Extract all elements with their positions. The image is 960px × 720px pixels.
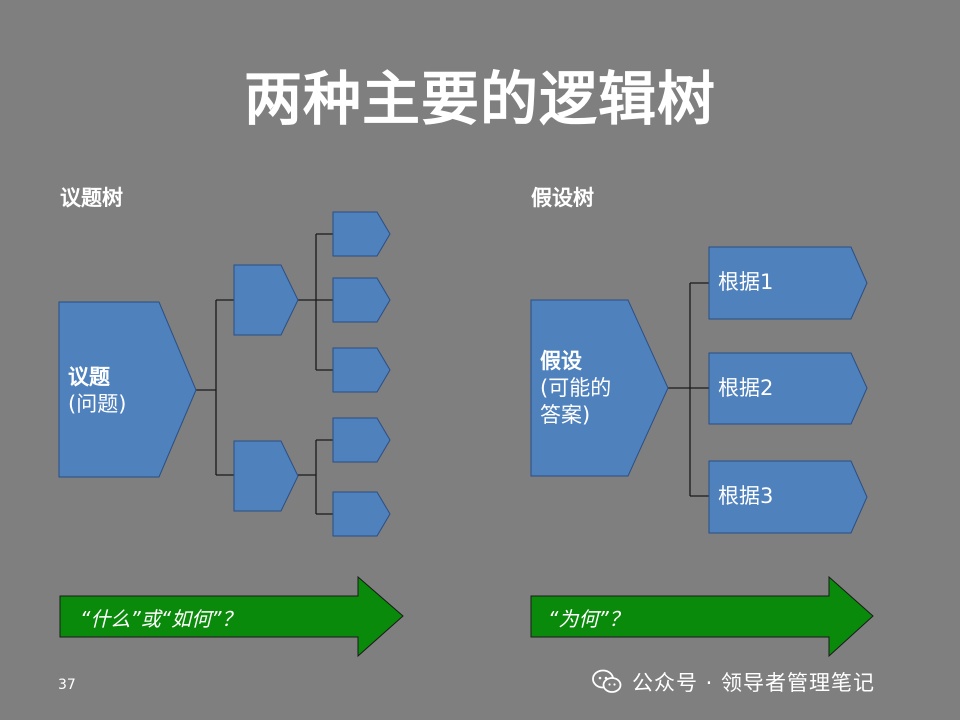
hypothesis-tree-connectors [668,282,709,497]
hypothesis-root-subtitle-2: 答案) [540,403,591,427]
hypothesis-tree-label: 假设树 [531,186,594,210]
issue-question-arrow [59,575,404,658]
issue-leaf-node [332,491,391,537]
issue-question-text: “什么”或“如何”？ [80,607,242,631]
issue-root-title: 议题 [68,365,110,389]
issue-leaf-node [332,417,391,463]
wechat-icon [592,669,622,693]
evidence-label-2: 根据2 [718,376,774,400]
hypothesis-root-text: 假设 (可能的 答案) [540,348,611,429]
hypothesis-question-arrow [530,575,874,658]
evidence-node-1 [708,246,868,320]
issue-leaf-node [332,211,391,257]
issue-leaf-node [332,347,391,393]
evidence-node-3 [708,460,868,534]
issue-root-node [58,301,197,478]
page-number: 37 [58,677,76,693]
watermark-text: 公众号 · 领导者管理笔记 [632,671,876,695]
hypothesis-root-node [530,299,669,477]
hypothesis-root-subtitle-1: (可能的 [540,376,612,400]
watermark: 公众号 · 领导者管理笔记 [592,664,875,700]
issue-branch-node [233,264,299,336]
hypothesis-question-text: “为何”？ [548,607,629,631]
evidence-label-3: 根据3 [718,484,774,508]
slide-title: 两种主要的逻辑树 [243,65,716,133]
issue-leaf-node [332,277,391,323]
evidence-label-1: 根据1 [718,270,774,294]
issue-branch-node [233,440,299,512]
issue-tree-label: 议题树 [60,186,123,210]
issue-root-subtitle: (问题) [68,392,127,416]
issue-tree-connectors [196,233,333,515]
evidence-node-2 [708,352,868,425]
issue-root-text: 议题 (问题) [68,364,126,418]
hypothesis-root-title: 假设 [540,349,582,373]
